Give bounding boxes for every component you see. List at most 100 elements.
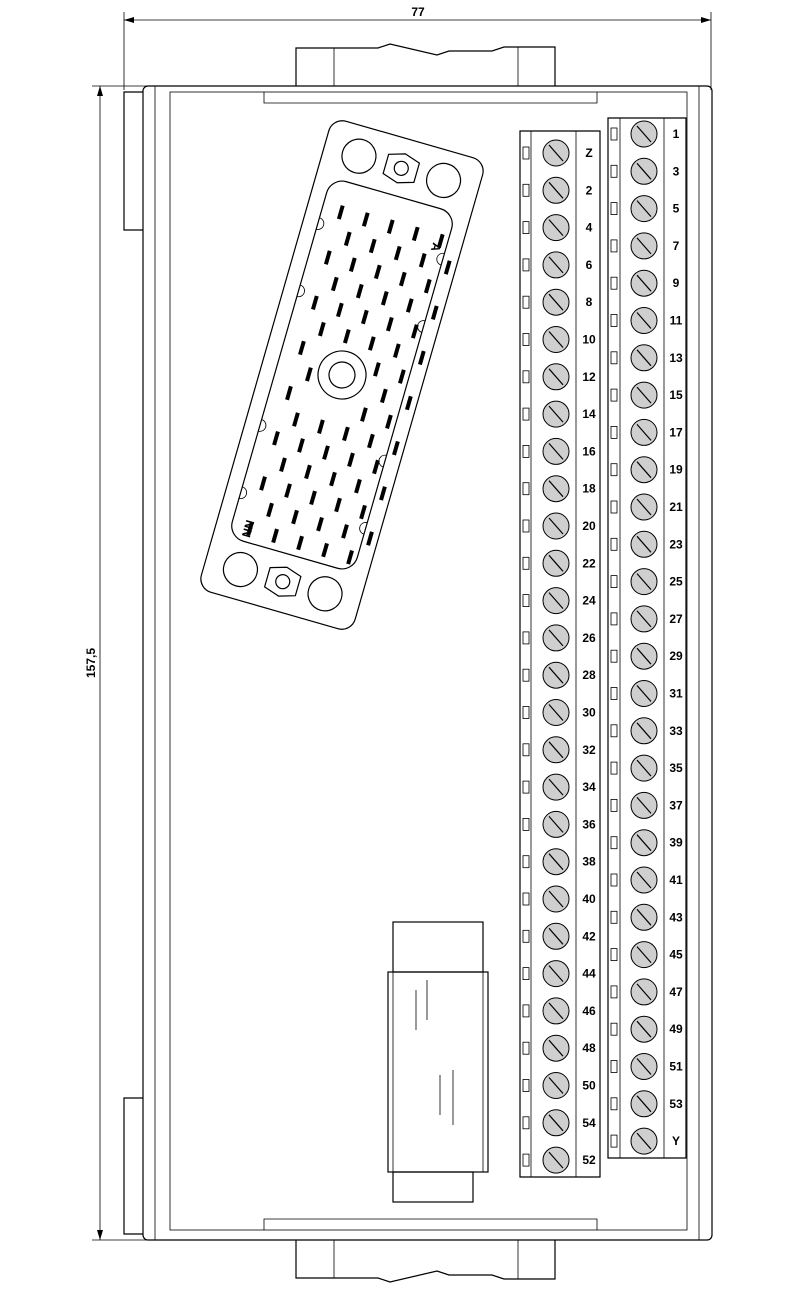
terminal-label: 25 [669, 575, 683, 589]
terminal-label: 12 [582, 370, 596, 384]
terminal-terminal_strip_left-21: 42 [522, 922, 596, 950]
terminal-terminal_strip_right-25: 51 [610, 1053, 683, 1080]
terminal-label: 37 [669, 798, 683, 812]
connector-pin [346, 550, 354, 565]
terminal-label: 54 [582, 1116, 596, 1130]
connector-side-notches [238, 217, 445, 535]
terminal-label: 29 [669, 649, 683, 663]
terminal-label: 2 [586, 183, 593, 197]
connector-pin [297, 438, 305, 453]
connector-pin [385, 414, 393, 430]
terminal-terminal_strip_right-18: 37 [610, 791, 683, 819]
connector-pin [322, 445, 330, 460]
connector-pin [347, 452, 355, 468]
connector-pin [271, 528, 279, 544]
connector-pin [323, 250, 332, 265]
terminal-terminal_strip_left-10: 20 [522, 512, 596, 540]
connector-pin [348, 257, 357, 272]
terminal-terminal_strip_right-7: 15 [610, 381, 683, 409]
terminal-terminal_strip_left-19: 38 [522, 848, 596, 876]
terminal-label: 13 [669, 351, 683, 365]
terminal-terminal_strip_left-27: 52 [522, 1146, 596, 1174]
connector-pin [367, 336, 376, 351]
terminal-label: 44 [582, 967, 596, 981]
terminal-terminal_strip_left-7: 14 [522, 400, 596, 428]
connector-pin [336, 302, 344, 318]
width-dimension: 77 [123, 5, 712, 90]
terminal-label: 7 [673, 239, 680, 253]
terminal-terminal_strip_left-13: 26 [522, 624, 596, 652]
terminal-terminal_strip_left-8: 16 [522, 437, 596, 465]
terminal-terminal_strip_right-2: 5 [610, 195, 680, 223]
terminal-terminal_strip_left-17: 34 [522, 773, 596, 801]
terminal-terminal_strip_right-12: 25 [610, 568, 683, 596]
connector-pin [417, 350, 426, 366]
terminal-label: Z [585, 146, 592, 160]
terminal-terminal_strip_right-11: 23 [610, 530, 683, 558]
connector-pin [341, 524, 349, 539]
terminal-label: 34 [582, 780, 596, 794]
terminal-terminal_strip_left-2: 4 [522, 214, 593, 242]
terminal-label: 21 [669, 500, 683, 514]
terminal-terminal_strip_left-15: 30 [522, 699, 596, 726]
terminal-label: 18 [582, 482, 596, 496]
terminal-label: 4 [586, 221, 593, 235]
connector-pin [392, 440, 400, 456]
terminal-terminal_strip_right-26: 53 [610, 1090, 683, 1118]
terminal-label: 50 [582, 1079, 596, 1093]
connector-pin [361, 309, 369, 325]
terminal-terminal_strip_right-5: 11 [610, 307, 683, 334]
terminal-label: 39 [669, 836, 683, 850]
terminal-label: 30 [582, 706, 596, 720]
terminal-terminal_strip_left-22: 44 [522, 960, 596, 988]
connector-pin [284, 483, 292, 498]
terminal-terminal_strip_left-24: 48 [522, 1034, 596, 1062]
terminal-label: 16 [582, 444, 596, 458]
terminal-label: 51 [669, 1060, 683, 1074]
terminal-terminal_strip_right-24: 49 [610, 1015, 683, 1043]
cable-module [387, 921, 489, 1203]
terminal-terminal_strip_left-26: 54 [522, 1109, 596, 1137]
terminal-label: 36 [582, 817, 596, 831]
connector-pin [380, 291, 389, 306]
connector-pin [329, 471, 337, 487]
terminal-label: 38 [582, 855, 596, 869]
terminal-label: 20 [582, 519, 596, 533]
terminal-label: 6 [586, 258, 593, 272]
terminal-label: 3 [673, 164, 680, 178]
side-latches [123, 91, 143, 1235]
connector-pin [405, 395, 413, 411]
terminal-label: 42 [582, 929, 596, 943]
connector-pin [385, 316, 394, 332]
terminal-label: 17 [669, 425, 683, 439]
terminal-terminal_strip_right-1: 3 [610, 157, 680, 185]
connector-pin [266, 502, 274, 518]
height-dimension: 157,5 [84, 85, 150, 1241]
top-din-clip [295, 43, 556, 86]
terminal-terminal_strip_left-14: 28 [522, 661, 596, 689]
connector-pin [321, 542, 329, 558]
terminal-label: 14 [582, 407, 596, 421]
terminal-terminal_strip_right-27: Y [610, 1127, 680, 1155]
connector-pin [311, 295, 319, 311]
connector-pin [373, 264, 382, 280]
connector-pin [361, 212, 370, 227]
housing [142, 85, 713, 1241]
terminal-terminal_strip_left-5: 10 [522, 326, 596, 353]
terminal-terminal_strip_left-25: 50 [522, 1072, 596, 1099]
terminal-terminal_strip_right-14: 29 [610, 642, 683, 670]
terminal-label: 24 [582, 594, 596, 608]
connector: A NN [200, 120, 484, 630]
connector-pin [393, 245, 402, 261]
terminal-label: 1 [673, 127, 680, 141]
height-dimension-label: 157,5 [84, 648, 98, 678]
terminal-label: 52 [582, 1153, 596, 1167]
connector-label-first: A [428, 241, 444, 254]
bottom-din-clip [295, 1240, 556, 1283]
terminal-label: 11 [670, 314, 683, 328]
terminal-label: 53 [669, 1097, 683, 1111]
connector-pin [386, 219, 395, 234]
connector-pin [272, 430, 280, 446]
terminal-terminal_strip_right-19: 39 [610, 829, 683, 857]
